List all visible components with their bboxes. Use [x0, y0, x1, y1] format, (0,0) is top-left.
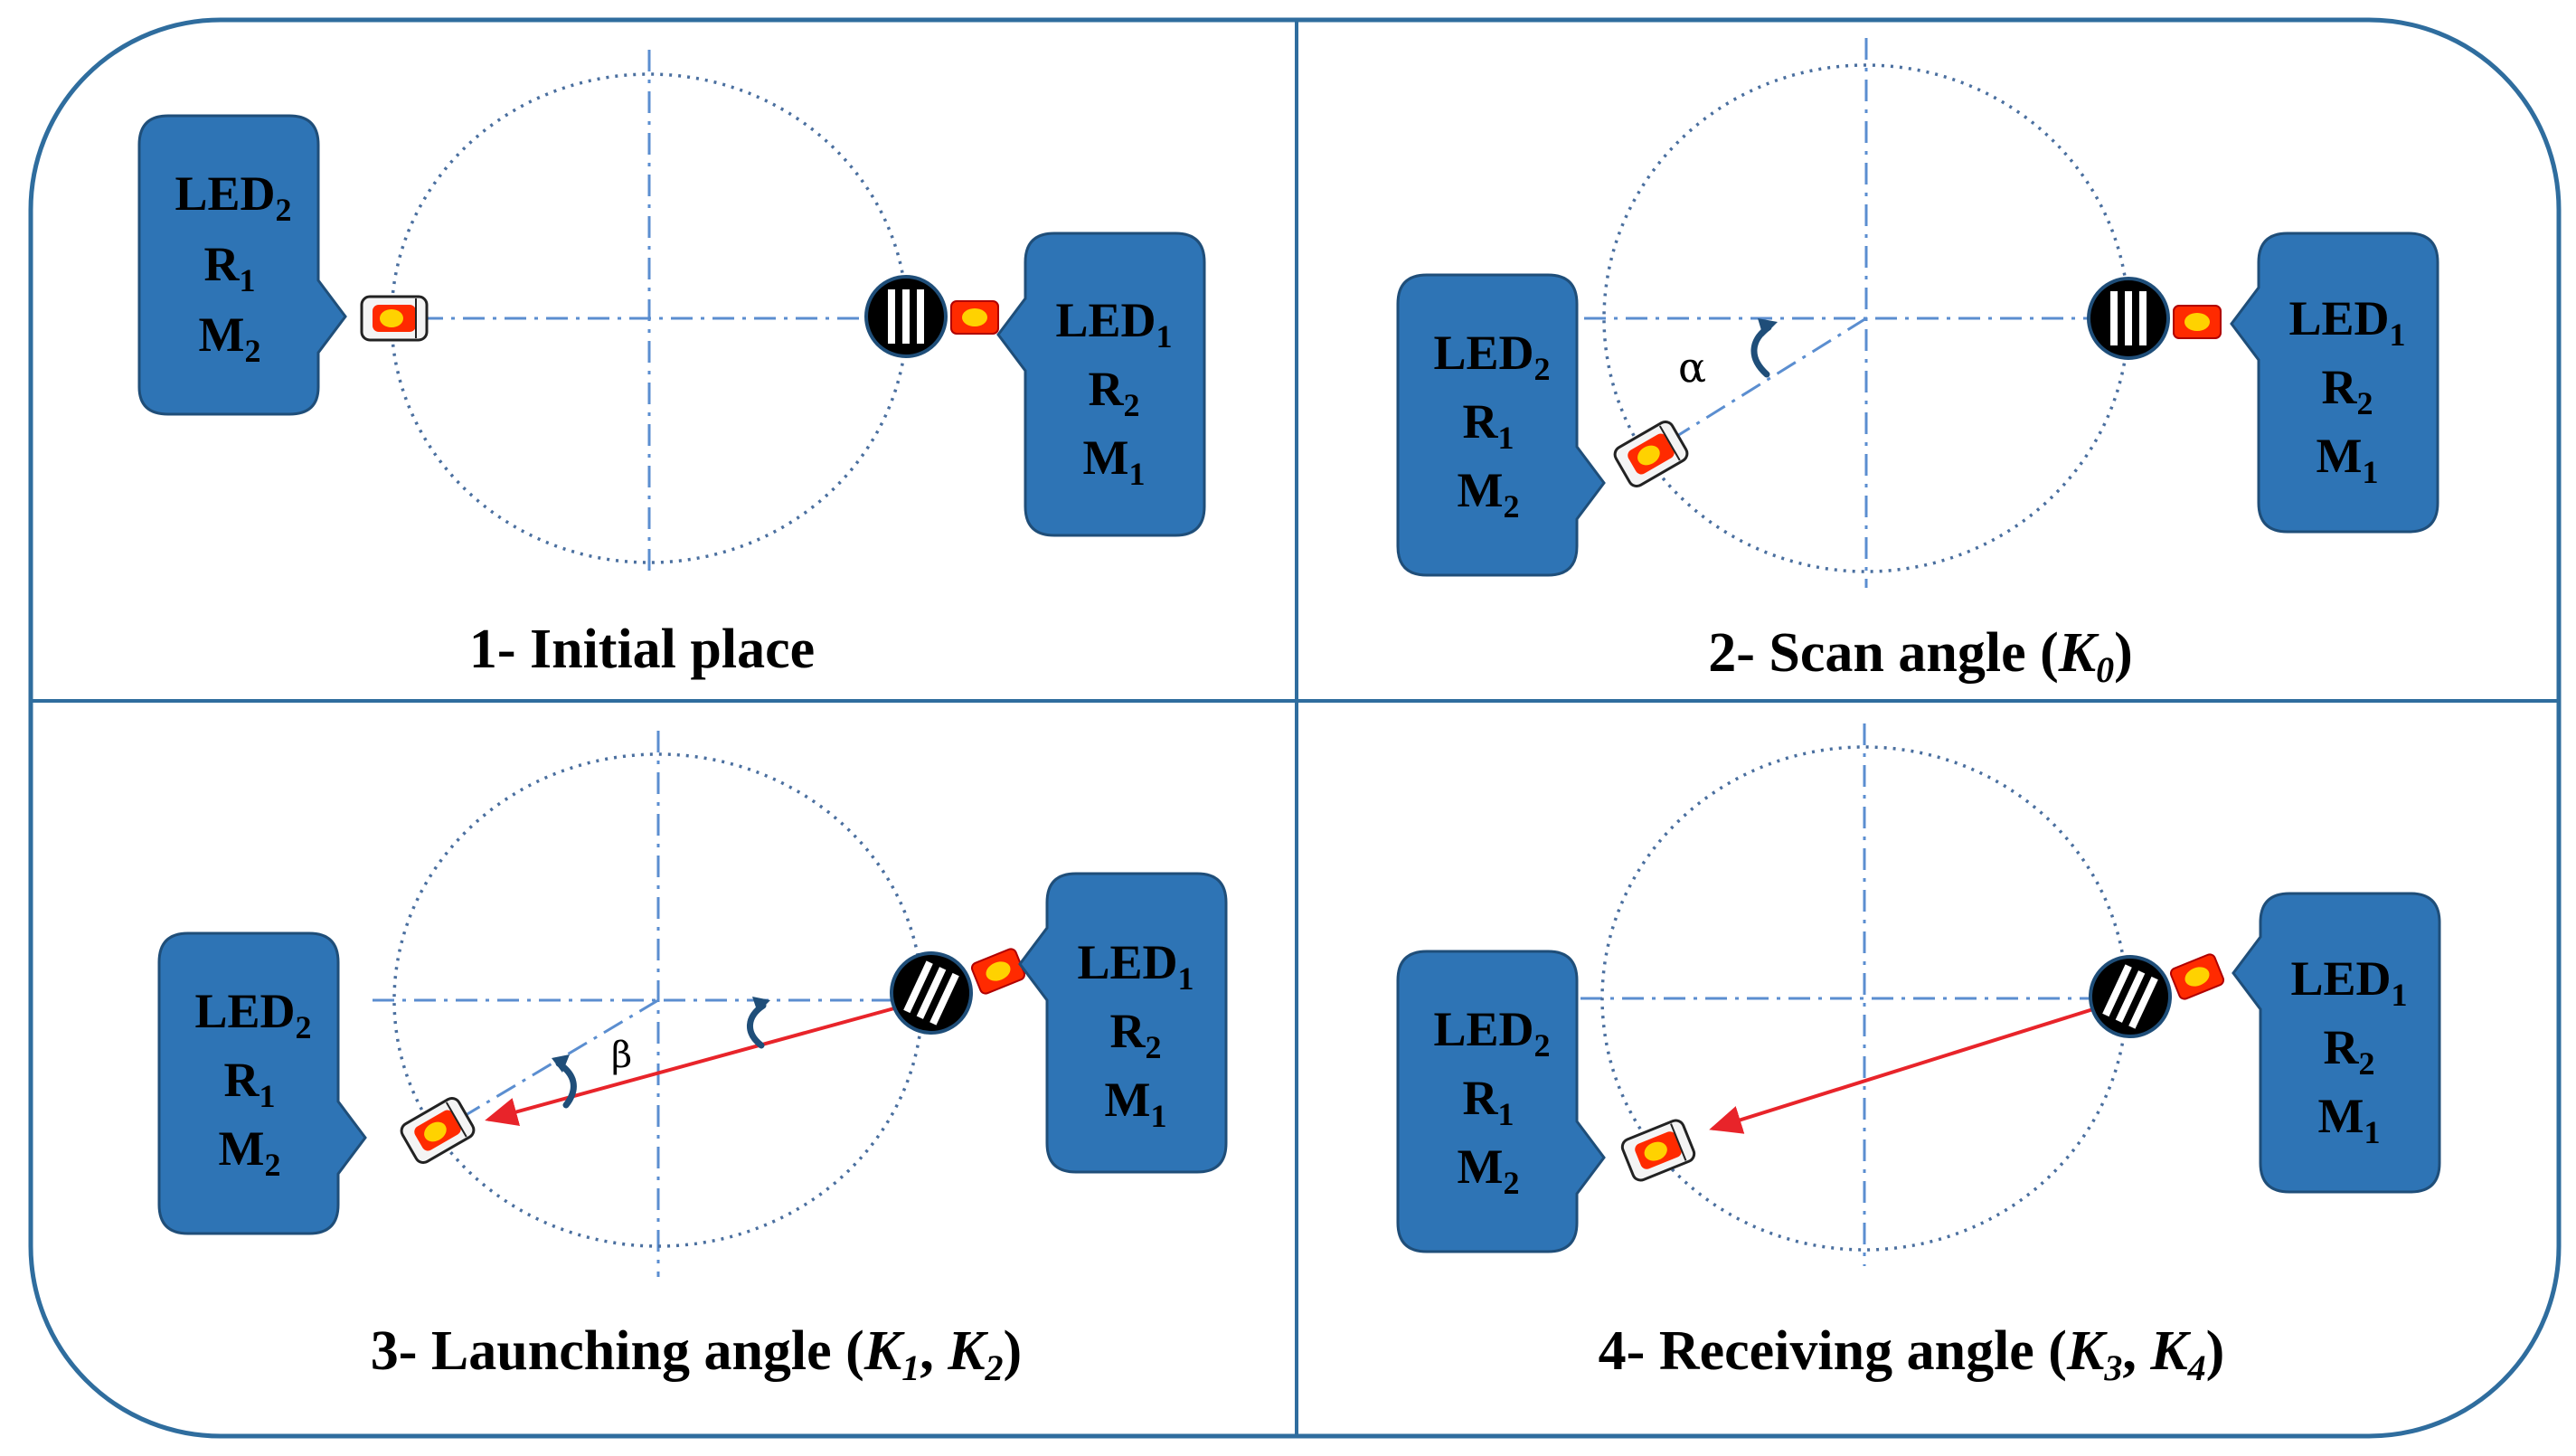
svg-text:LED1: LED1 — [2290, 951, 2407, 1013]
r1-label: R — [1463, 394, 1499, 449]
receive-beam — [1709, 1002, 2111, 1134]
svg-text:M1: M1 — [1083, 430, 1146, 492]
svg-text:LED1: LED1 — [1077, 935, 1194, 997]
r1-label: R — [204, 237, 241, 291]
svg-text:R1: R1 — [224, 1053, 276, 1114]
svg-text:R1: R1 — [1463, 1071, 1514, 1132]
m2-label: M — [1458, 1139, 1504, 1194]
svg-text:LED1: LED1 — [2288, 291, 2405, 353]
panel-initial-place: LED2 R1 M2 LED1 R2 M1 1- — [137, 50, 1206, 680]
led-emitter-icon — [400, 1097, 476, 1164]
rotated-axis — [1650, 317, 1867, 454]
led1-box: LED1 R2 M1 — [2232, 892, 2441, 1194]
angle-beta-label: β — [611, 1035, 632, 1076]
r2-label: R — [1110, 1004, 1146, 1058]
svg-text:M1: M1 — [2317, 429, 2379, 490]
led2-label: LED — [175, 166, 275, 221]
svg-text:R1: R1 — [1463, 394, 1514, 456]
grating-receiver-icon — [2089, 955, 2172, 1038]
r1-label: R — [1463, 1071, 1499, 1125]
led-emitter-icon — [360, 295, 429, 342]
svg-text:R2: R2 — [1110, 1004, 1162, 1065]
svg-text:R2: R2 — [1089, 362, 1140, 423]
led1-box: LED1 R2 M1 — [996, 232, 1206, 537]
launch-beam — [485, 1004, 905, 1126]
svg-text:R1: R1 — [204, 237, 256, 298]
svg-text:M2: M2 — [199, 307, 261, 369]
m1-label: M — [2317, 429, 2363, 483]
led1-label: LED — [1077, 935, 1177, 989]
svg-text:LED2: LED2 — [1433, 1002, 1550, 1064]
m1-label: M — [1083, 430, 1129, 485]
rotation-arc-icon — [1750, 324, 1772, 378]
led1-label: LED — [2288, 291, 2389, 345]
svg-text:M1: M1 — [2318, 1089, 2381, 1150]
led2-label: LED — [1433, 1002, 1533, 1056]
svg-text:LED2: LED2 — [194, 984, 311, 1045]
m2-label: M — [219, 1121, 265, 1176]
svg-text:M1: M1 — [1105, 1073, 1167, 1134]
led2-box: LED2 R1 M2 — [137, 114, 347, 416]
led2-label: LED — [1433, 326, 1533, 380]
svg-text:LED1: LED1 — [1055, 293, 1172, 355]
grating-receiver-icon — [864, 275, 948, 358]
grating-receiver-icon — [890, 951, 973, 1035]
m2-label: M — [1458, 463, 1504, 517]
panel-receiving-angle: LED2 R1 M2 LED1 R2 M1 — [1396, 723, 2441, 1388]
m2-label: M — [199, 307, 245, 362]
r2-label: R — [1089, 362, 1125, 416]
led1-label: LED — [1055, 293, 1156, 347]
led2-box: LED2 R1 M2 — [157, 931, 367, 1235]
svg-text:LED2: LED2 — [1433, 326, 1550, 387]
led1-label: LED — [2290, 951, 2391, 1006]
grating-receiver-icon — [2087, 277, 2170, 360]
led1-emitter-icon — [970, 948, 1026, 995]
led-emitter-icon — [1620, 1119, 1696, 1182]
led2-box: LED2 R1 M2 — [1396, 273, 1606, 577]
rotation-arc-icon — [747, 1002, 767, 1049]
svg-text:M2: M2 — [1458, 1139, 1520, 1201]
led1-box: LED1 R2 M1 — [2230, 232, 2439, 534]
rotated-axis — [442, 998, 659, 1130]
caption-receiving-angle: 4- Receiving angle (K3, K4) — [1599, 1320, 2225, 1388]
panel-scan-angle: LED2 R1 M2 α LED1 R2 — [1396, 38, 2439, 690]
led1-emitter-icon — [2169, 953, 2225, 1000]
r2-label: R — [2322, 360, 2358, 414]
caption-launching-angle: 3- Launching angle (K1, K2) — [371, 1320, 1022, 1388]
r1-label: R — [224, 1053, 260, 1107]
led-emitter-icon — [1613, 421, 1689, 487]
angle-alpha-label: α — [1678, 343, 1706, 392]
m1-label: M — [2318, 1089, 2364, 1143]
svg-text:R2: R2 — [2324, 1020, 2375, 1082]
caption-initial-place: 1- Initial place — [469, 619, 815, 680]
r2-label: R — [2324, 1020, 2360, 1074]
led2-label: LED — [194, 984, 295, 1038]
led1-emitter-icon — [2173, 305, 2222, 339]
svg-text:M2: M2 — [1458, 463, 1520, 525]
led2-box: LED2 R1 M2 — [1396, 950, 1606, 1253]
led1-emitter-icon — [950, 300, 999, 335]
svg-text:R2: R2 — [2322, 360, 2373, 421]
svg-text:LED2: LED2 — [175, 166, 291, 228]
led1-box: LED1 R2 M1 — [1018, 872, 1228, 1174]
svg-text:M2: M2 — [219, 1121, 281, 1183]
panel-launching-angle: LED2 R1 M2 β — [157, 731, 1228, 1388]
m1-label: M — [1105, 1073, 1151, 1127]
caption-scan-angle: 2- Scan angle (K0) — [1708, 622, 2133, 690]
